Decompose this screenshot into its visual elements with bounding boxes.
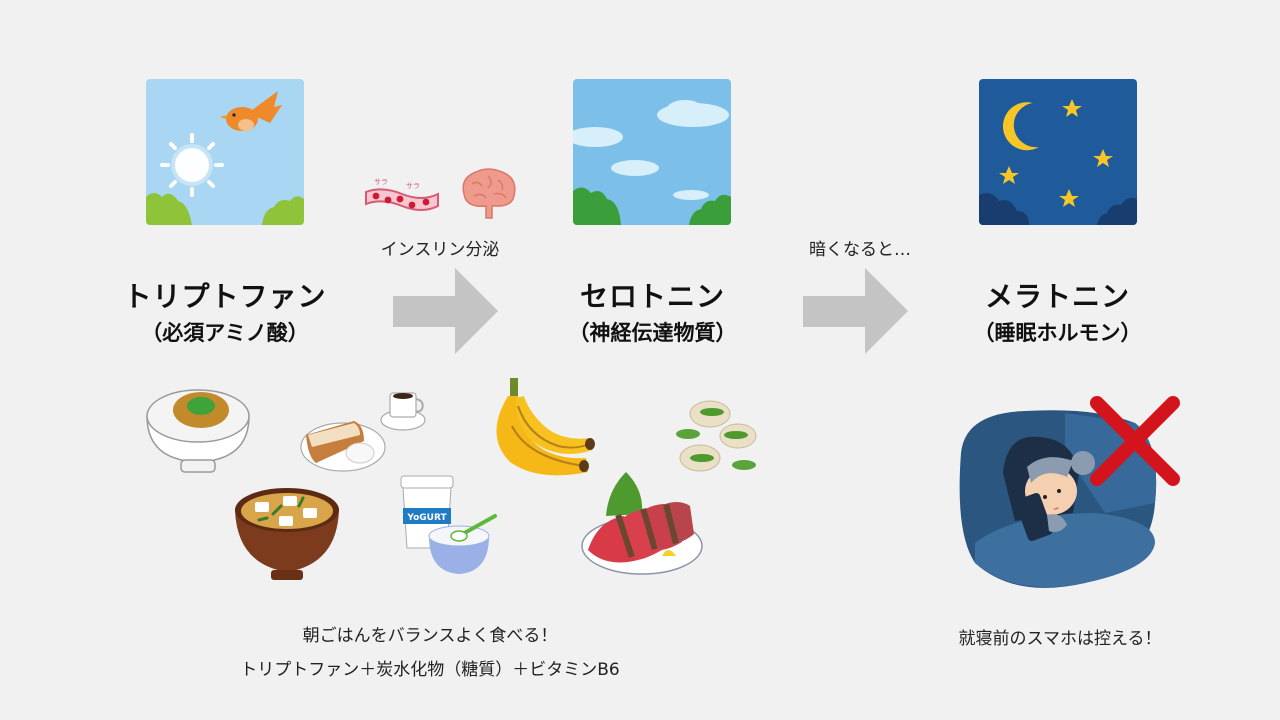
blood-vessel-icon: サラ サラ — [362, 172, 442, 214]
smartphone-in-bed-icon — [955, 393, 1185, 593]
smartphone-warning-note: 就寝前のスマホは控える！ — [958, 629, 1162, 649]
melatonin-subtitle: （睡眠ホルモン） — [973, 321, 1142, 345]
star-icon — [999, 99, 1113, 207]
miso-soup-icon — [233, 484, 341, 584]
melatonin-title: メラトニン — [984, 280, 1130, 313]
natto-rice-icon — [143, 378, 253, 478]
morning-sky-panel — [146, 79, 304, 225]
arrow-right-icon — [803, 268, 909, 356]
breakfast-note: 朝ごはんをバランスよく食べる！ — [302, 626, 558, 646]
nutrient-formula-note: トリプトファン＋炭水化物（糖質）＋ビタミンB6 — [240, 660, 620, 680]
tryptophan-title: トリプトファン — [123, 280, 327, 313]
night-sky-icon — [979, 79, 1137, 225]
daytime-sky-icon — [573, 79, 731, 225]
svg-text:サラ: サラ — [406, 182, 420, 190]
pistachio-icon — [670, 398, 760, 478]
night-sky-panel — [979, 79, 1137, 225]
moon-icon — [1002, 102, 1039, 151]
daytime-sky-panel — [573, 79, 731, 225]
banana-icon — [488, 376, 596, 486]
brain-icon — [458, 166, 520, 220]
yogurt-icon: YoGURT — [395, 474, 505, 582]
toast-egg-coffee-icon — [298, 385, 428, 480]
morning-sky-icon — [146, 79, 304, 225]
svg-text:YoGURT: YoGURT — [406, 513, 447, 523]
svg-text:サラ: サラ — [374, 178, 388, 186]
arrow-right-icon — [393, 268, 499, 356]
prohibited-cross-icon — [1087, 393, 1183, 489]
bird-icon — [220, 91, 282, 131]
insulin-label: インスリン分泌 — [380, 240, 500, 260]
serotonin-title: セロトニン — [579, 280, 725, 313]
bonito-tataki-icon — [578, 470, 706, 578]
sun-icon — [160, 133, 224, 197]
darkness-label: 暗くなると… — [809, 240, 911, 260]
tryptophan-subtitle: （必須アミノ酸） — [141, 321, 309, 345]
serotonin-subtitle: （神経伝達物質） — [568, 321, 737, 345]
cloud-icon — [573, 100, 729, 200]
